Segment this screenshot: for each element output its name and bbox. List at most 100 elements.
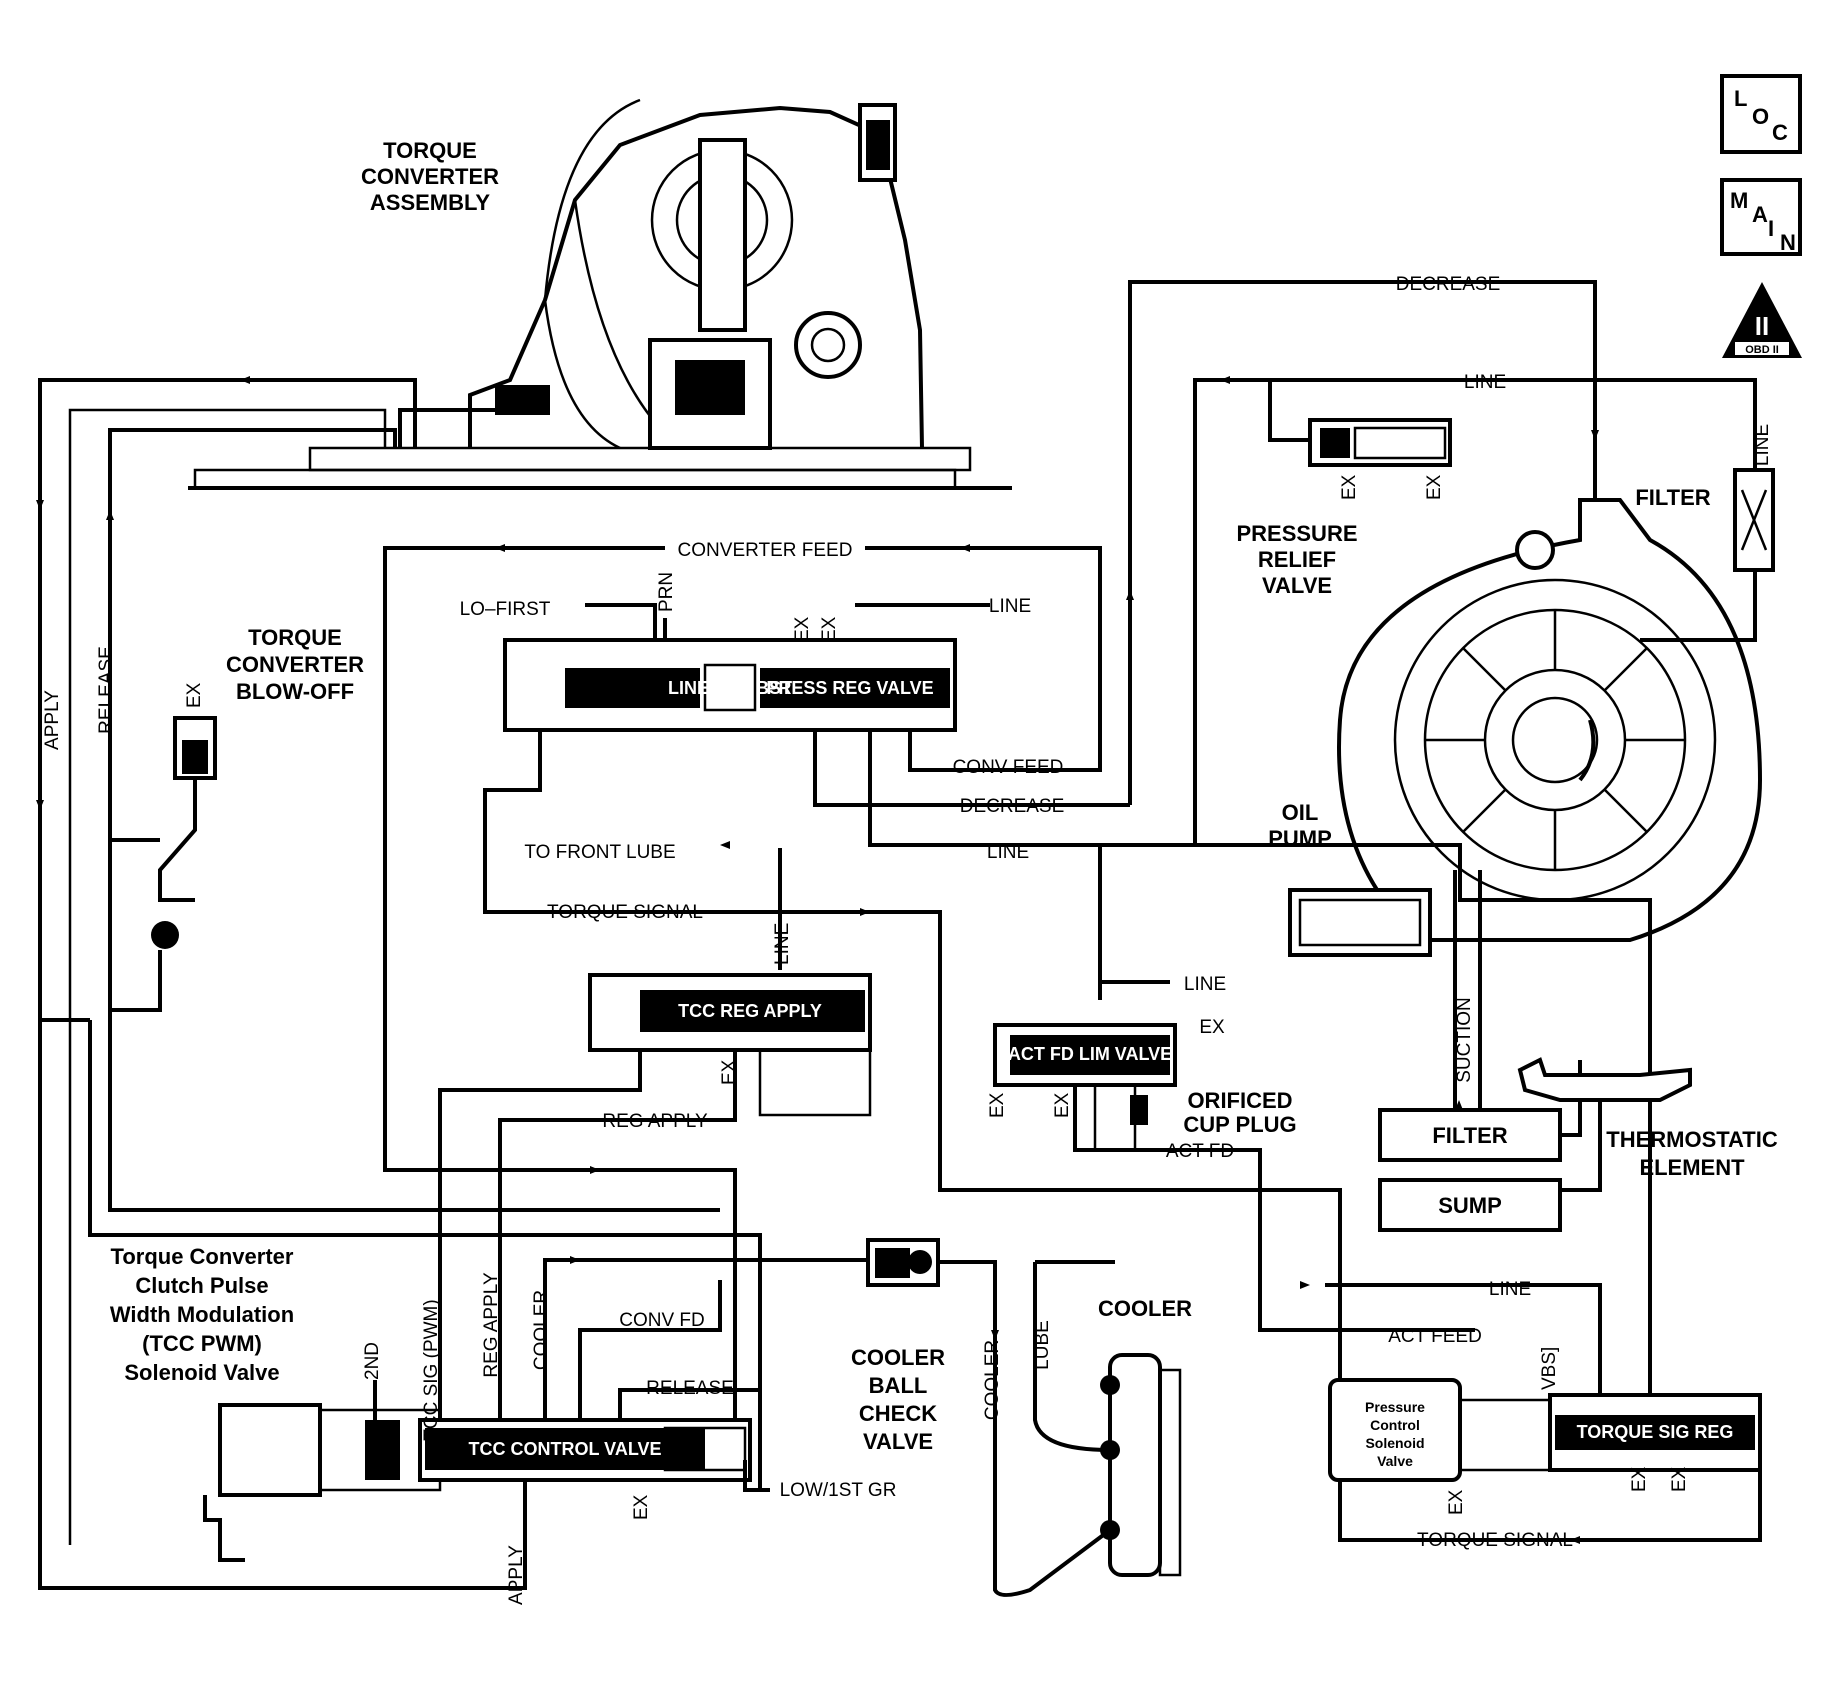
act-fd-lim-label: ACT FD LIM VALVE <box>1008 1044 1172 1064</box>
line-mid-port <box>868 730 1195 847</box>
obd-label-bg <box>1735 342 1789 355</box>
obd-triangle[interactable] <box>1722 282 1802 358</box>
lo-first-stub <box>585 603 657 640</box>
blow-off-connections <box>110 838 162 1012</box>
release-small-label: RELEASE <box>646 1378 734 1399</box>
flow-arrow <box>36 800 44 810</box>
flow-arrow <box>1300 1281 1310 1289</box>
conv-feed-label: CONV FEED <box>953 757 1064 778</box>
torque-signal-label: TORQUE SIGNAL <box>547 902 703 923</box>
pcs-label-4: Valve <box>1377 1453 1413 1469</box>
top-filter-mesh-2 <box>1740 489 1768 551</box>
relief-ex-1: EX <box>1339 474 1360 500</box>
flow-arrow <box>1570 1536 1580 1544</box>
tcc-reg-ex-label: EX <box>719 1059 740 1085</box>
tcc-pwm-mount <box>203 1495 245 1562</box>
suction-filter-sump <box>1378 870 1692 1232</box>
line-act-label: LINE <box>1184 974 1226 995</box>
tc-top-spring <box>866 120 890 170</box>
conv-feed-port <box>908 730 970 772</box>
flow-arrow <box>570 1256 580 1264</box>
tcc-control-spool <box>425 1428 705 1470</box>
reg-apply-label: REG APPLY <box>602 1111 708 1132</box>
conv-fd-label: CONV FD <box>619 1310 705 1331</box>
main-letter-n: N <box>1780 230 1796 255</box>
act-fd-label: ACT FD <box>1166 1141 1234 1162</box>
blow-off-label-2: CONVERTER <box>226 652 364 677</box>
tc-bearing <box>794 311 862 379</box>
obd-ii-icon[interactable]: II OBD II <box>1722 282 1802 358</box>
cooler-ball-label-1: COOLER <box>851 1345 945 1370</box>
cooler-ball-label-3: CHECK <box>859 1401 937 1426</box>
flow-arrows <box>36 376 1599 1544</box>
flow-arrow <box>106 510 114 520</box>
torque-converter-label-3: ASSEMBLY <box>370 190 491 215</box>
tc-turbine-curve <box>543 299 621 450</box>
press-reg-spool <box>760 668 950 708</box>
flow-arrow <box>240 376 250 384</box>
lube-label: LUBE <box>1032 1320 1053 1370</box>
tcc-reg-apply-label: TCC REG APPLY <box>678 1001 822 1021</box>
torque-signal-network <box>725 910 1762 1542</box>
tsr-ex-label-1: EX <box>1629 1466 1650 1492</box>
line-top-label: LINE <box>1464 372 1506 393</box>
line-mid-label: LINE <box>987 842 1029 863</box>
line-top-passage <box>1193 378 1757 845</box>
flow-arrow <box>720 841 730 849</box>
flow-arrow <box>1220 376 1230 384</box>
lo-first-label: LO–FIRST <box>460 599 551 620</box>
oil-pump-slide-spring <box>1298 898 1422 947</box>
cooler-fitting-2 <box>1100 1440 1120 1460</box>
decrease-port <box>813 730 1130 807</box>
torque-converter-label-2: CONVERTER <box>361 164 499 189</box>
flow-arrow <box>991 1330 999 1340</box>
oil-pump-rotor <box>1483 668 1627 812</box>
release-passage <box>108 428 720 1212</box>
tcc-pwm-armature <box>365 1420 400 1480</box>
tsr-ex-label-2: EX <box>1669 1466 1690 1492</box>
relief-ex-2: EX <box>1424 474 1445 500</box>
loc-letter-l: L <box>1734 86 1747 111</box>
thermostatic-element-drawing <box>1517 1057 1692 1102</box>
apply-release-passages <box>38 378 762 1590</box>
decrease-top-passage <box>1128 280 1597 805</box>
tcc-control-valve-assembly <box>203 1258 870 1562</box>
oil-pump-outer-ring <box>1393 578 1717 902</box>
reg-apply-v-label: REG APPLY <box>481 1272 502 1378</box>
main-button[interactable]: M A I N <box>1720 178 1802 256</box>
blow-off-label-3: BLOW-OFF <box>236 679 354 704</box>
tc-hub <box>308 446 972 472</box>
thermostatic-label-1: THERMOSTATIC <box>1606 1127 1778 1152</box>
act-fd-ex-left: EX <box>987 1092 1008 1118</box>
loc-letter-o: O <box>1752 104 1769 129</box>
main-button-frame[interactable] <box>1720 178 1802 256</box>
torque-converter-label-1: TORQUE <box>383 138 477 163</box>
press-reg-spring <box>703 663 757 712</box>
torque-signal-to-reg <box>725 910 1762 1542</box>
relief-ball-seat <box>1320 428 1350 458</box>
second-label: 2ND <box>362 1342 383 1380</box>
apply-left-label: APPLY <box>42 690 63 750</box>
pcs-plunger <box>1458 1398 1552 1472</box>
filter-box-label: FILTER <box>1432 1123 1507 1148</box>
to-front-lube-label: TO FRONT LUBE <box>524 842 675 863</box>
main-letter-m: M <box>1730 188 1748 213</box>
act-fd-ex-mid: EX <box>1052 1092 1073 1118</box>
torque-sig-reg-label: TORQUE SIG REG <box>1577 1422 1734 1442</box>
tc-housing-outline <box>468 105 924 449</box>
tc-shaft <box>193 468 957 490</box>
cooler-fitting-3 <box>1100 1520 1120 1540</box>
release-left-label: RELEASE <box>96 646 117 734</box>
filter-top-label: FILTER <box>1635 485 1710 510</box>
tcc-control-spring <box>663 1426 747 1472</box>
sump-box-label: SUMP <box>1438 1193 1502 1218</box>
loc-button-frame[interactable] <box>1720 74 1802 154</box>
loc-button[interactable]: L O C <box>1720 74 1802 154</box>
line-to-lower <box>1195 843 1652 1250</box>
tcc-sig-pwm-label: TCC SIG (PWM) <box>421 1299 442 1440</box>
cooler-outlet-passage <box>938 1260 1112 1597</box>
pressure-relief-label-2: RELIEF <box>1258 547 1336 572</box>
reg-apply-passage <box>498 1050 737 1380</box>
tcc-pwm-label-2: Clutch Pulse <box>135 1273 268 1298</box>
